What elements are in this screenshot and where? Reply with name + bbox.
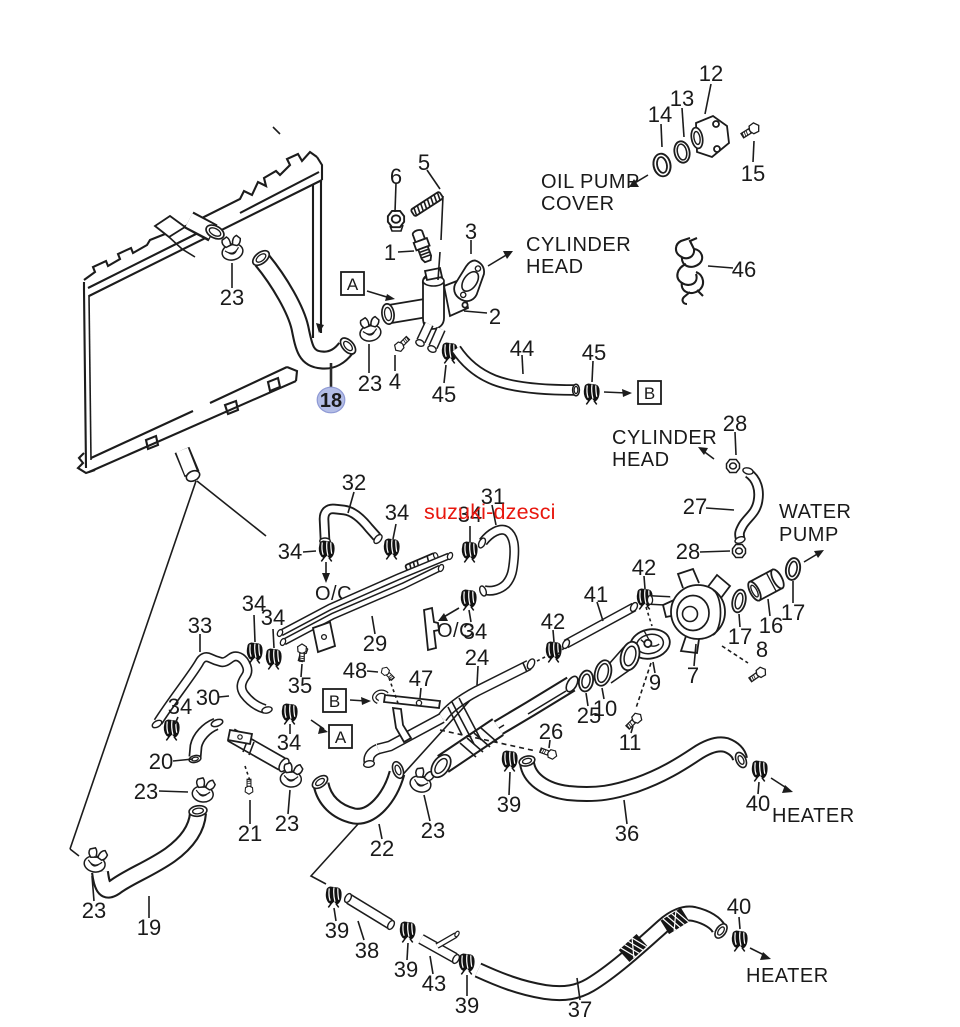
svg-text:HEATER: HEATER bbox=[746, 965, 829, 987]
svg-text:OIL PUMP: OIL PUMP bbox=[541, 171, 640, 193]
svg-text:37: 37 bbox=[568, 997, 592, 1022]
svg-text:40: 40 bbox=[727, 894, 751, 919]
svg-text:39: 39 bbox=[325, 918, 349, 943]
svg-text:45: 45 bbox=[432, 382, 456, 407]
svg-text:39: 39 bbox=[455, 993, 479, 1018]
svg-text:39: 39 bbox=[497, 792, 521, 817]
svg-text:34: 34 bbox=[385, 500, 409, 525]
svg-text:18: 18 bbox=[320, 390, 342, 412]
svg-text:23: 23 bbox=[421, 818, 445, 843]
svg-text:34: 34 bbox=[242, 591, 266, 616]
svg-text:34: 34 bbox=[261, 605, 285, 630]
svg-text:34: 34 bbox=[277, 730, 301, 755]
svg-text:44: 44 bbox=[510, 336, 534, 361]
svg-text:23: 23 bbox=[134, 779, 158, 804]
svg-text:A: A bbox=[347, 275, 359, 294]
svg-text:34: 34 bbox=[278, 539, 302, 564]
svg-text:35: 35 bbox=[288, 673, 312, 698]
svg-text:19: 19 bbox=[137, 915, 161, 940]
svg-text:5: 5 bbox=[418, 150, 430, 175]
svg-text:16: 16 bbox=[759, 613, 783, 638]
svg-text:34: 34 bbox=[458, 502, 482, 527]
svg-text:31: 31 bbox=[481, 484, 505, 509]
svg-text:13: 13 bbox=[670, 86, 694, 111]
svg-text:21: 21 bbox=[238, 821, 262, 846]
svg-text:39: 39 bbox=[394, 957, 418, 982]
svg-text:28: 28 bbox=[676, 539, 700, 564]
svg-text:6: 6 bbox=[390, 164, 402, 189]
svg-text:O/C: O/C bbox=[437, 620, 474, 642]
svg-text:HEAD: HEAD bbox=[526, 256, 584, 278]
svg-text:CYLINDER: CYLINDER bbox=[526, 234, 631, 256]
svg-text:CYLINDER: CYLINDER bbox=[612, 427, 717, 449]
svg-text:27: 27 bbox=[683, 494, 707, 519]
svg-text:9: 9 bbox=[649, 670, 661, 695]
svg-text:43: 43 bbox=[422, 971, 446, 996]
svg-text:28: 28 bbox=[723, 411, 747, 436]
svg-text:40: 40 bbox=[746, 791, 770, 816]
svg-text:29: 29 bbox=[363, 631, 387, 656]
svg-text:23: 23 bbox=[358, 371, 382, 396]
svg-text:46: 46 bbox=[732, 257, 756, 282]
svg-text:suzuki-dzesci: suzuki-dzesci bbox=[424, 500, 556, 524]
svg-text:41: 41 bbox=[584, 582, 608, 607]
svg-text:17: 17 bbox=[728, 624, 752, 649]
svg-text:COVER: COVER bbox=[541, 193, 615, 215]
svg-text:47: 47 bbox=[409, 666, 433, 691]
svg-text:B: B bbox=[329, 692, 340, 711]
svg-text:24: 24 bbox=[465, 645, 489, 670]
svg-text:42: 42 bbox=[541, 609, 565, 634]
svg-text:23: 23 bbox=[220, 285, 244, 310]
svg-text:30: 30 bbox=[196, 685, 220, 710]
svg-text:23: 23 bbox=[82, 898, 106, 923]
svg-text:36: 36 bbox=[615, 821, 639, 846]
svg-text:12: 12 bbox=[699, 61, 723, 86]
svg-text:25: 25 bbox=[577, 703, 601, 728]
svg-text:14: 14 bbox=[648, 102, 672, 127]
svg-text:22: 22 bbox=[370, 836, 394, 861]
svg-text:23: 23 bbox=[275, 811, 299, 836]
svg-text:42: 42 bbox=[632, 555, 656, 580]
svg-text:3: 3 bbox=[465, 219, 477, 244]
svg-text:2: 2 bbox=[489, 304, 501, 329]
svg-text:HEATER: HEATER bbox=[772, 805, 855, 827]
svg-text:HEAD: HEAD bbox=[612, 449, 670, 471]
svg-text:45: 45 bbox=[582, 340, 606, 365]
svg-text:32: 32 bbox=[342, 470, 366, 495]
svg-text:WATER: WATER bbox=[779, 501, 852, 523]
svg-text:10: 10 bbox=[593, 696, 617, 721]
svg-text:17: 17 bbox=[781, 600, 805, 625]
svg-text:26: 26 bbox=[539, 719, 563, 744]
svg-text:8: 8 bbox=[756, 637, 768, 662]
svg-text:48: 48 bbox=[343, 658, 367, 683]
svg-text:15: 15 bbox=[741, 161, 765, 186]
svg-text:34: 34 bbox=[463, 619, 487, 644]
svg-text:11: 11 bbox=[619, 730, 642, 755]
svg-text:38: 38 bbox=[355, 938, 379, 963]
svg-text:20: 20 bbox=[149, 749, 173, 774]
svg-text:1: 1 bbox=[384, 240, 396, 265]
svg-text:A: A bbox=[335, 728, 347, 747]
svg-text:34: 34 bbox=[168, 694, 192, 719]
svg-text:4: 4 bbox=[389, 369, 401, 394]
svg-text:B: B bbox=[644, 384, 655, 403]
svg-text:PUMP: PUMP bbox=[779, 524, 839, 546]
svg-text:33: 33 bbox=[188, 613, 212, 638]
svg-text:7: 7 bbox=[687, 663, 699, 688]
